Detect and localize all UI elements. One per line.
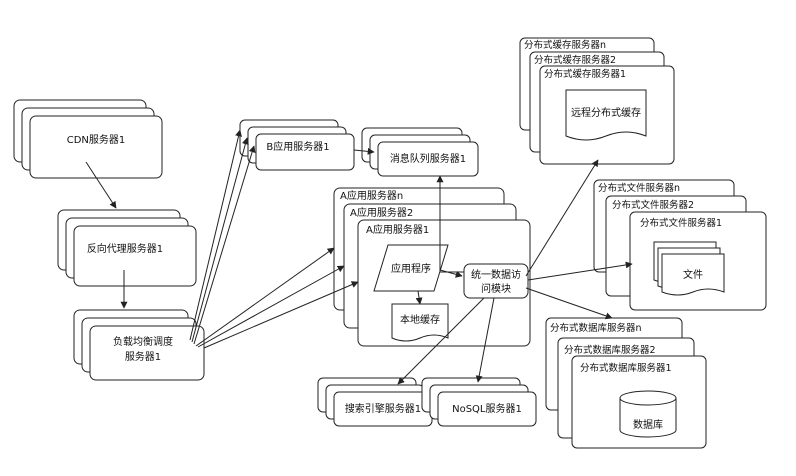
data-access-module-label-line1: 统一数据访	[471, 268, 521, 281]
file-server-1-label: 分布式文件服务器1	[640, 217, 722, 229]
db-server-2-label: 分布式数据库服务器2	[564, 344, 656, 356]
reverse-proxy-server-stack: 反向代理服务器1	[57, 209, 197, 287]
app-server-b-stack: B应用服务器1	[239, 119, 355, 171]
cdn-server-label: CDN服务器1	[67, 133, 126, 146]
app-server-b-label: B应用服务器1	[266, 140, 329, 153]
distributed-cache-server-stack: 分布式缓存服务器n 分布式缓存服务器2 分布式缓存服务器1 远程分布式缓存	[519, 37, 675, 165]
connector-arrows	[85, 129, 633, 385]
db-server-n-label: 分布式数据库服务器n	[550, 322, 642, 334]
app-server-a-2-label: A应用服务器2	[350, 206, 413, 219]
local-cache-label: 本地缓存	[400, 313, 440, 326]
database-icon	[619, 390, 677, 438]
nosql-server-stack: NoSQL服务器1	[421, 377, 537, 427]
load-balancer-label-line1: 负载均衡调度	[113, 335, 173, 348]
reverse-proxy-server-label: 反向代理服务器1	[87, 242, 163, 255]
cache-server-2-label: 分布式缓存服务器2	[534, 54, 616, 66]
load-balancer-server-stack: 负载均衡调度 服务器1	[73, 309, 205, 381]
remote-cache-shape	[565, 89, 647, 141]
search-engine-server-label: 搜索引擎服务器1	[345, 402, 421, 415]
search-engine-server-stack: 搜索引擎服务器1	[317, 377, 433, 427]
load-balancer-label-line2: 服务器1	[125, 350, 161, 363]
nosql-server-label: NoSQL服务器1	[452, 402, 522, 415]
cache-server-n-label: 分布式缓存服务器n	[524, 39, 606, 51]
file-server-n-label: 分布式文件服务器n	[598, 182, 680, 194]
file-server-2-label: 分布式文件服务器2	[612, 199, 694, 211]
file-document-label: 文件	[683, 268, 703, 281]
database-label: 数据库	[633, 418, 663, 431]
application-label: 应用程序	[391, 262, 431, 275]
db-server-1-label: 分布式数据库服务器1	[580, 362, 672, 374]
distributed-file-server-stack: 分布式文件服务器n 分布式文件服务器2 分布式文件服务器1 文件	[593, 179, 767, 311]
file-document-shape	[661, 253, 725, 296]
app-server-a-n-label: A应用服务器n	[340, 189, 403, 202]
cdn-server-stack: CDN服务器1	[13, 99, 163, 179]
app-server-a-stack: A应用服务器n A应用服务器2 A应用服务器1 应用程序 本地缓存 统一数据访 …	[333, 187, 531, 347]
data-access-module-shape	[463, 263, 529, 299]
app-server-a-1-label: A应用服务器1	[366, 223, 429, 236]
message-queue-server-label: 消息队列服务器1	[390, 152, 466, 165]
data-access-module-label-line2: 问模块	[481, 282, 511, 295]
message-queue-server-stack: 消息队列服务器1	[361, 127, 479, 177]
cache-server-1-label: 分布式缓存服务器1	[544, 68, 626, 80]
application-shape	[373, 244, 449, 292]
distributed-database-server-stack: 分布式数据库服务器n 分布式数据库服务器2 分布式数据库服务器1 数据库	[545, 317, 707, 449]
remote-cache-label: 远程分布式缓存	[571, 106, 641, 119]
